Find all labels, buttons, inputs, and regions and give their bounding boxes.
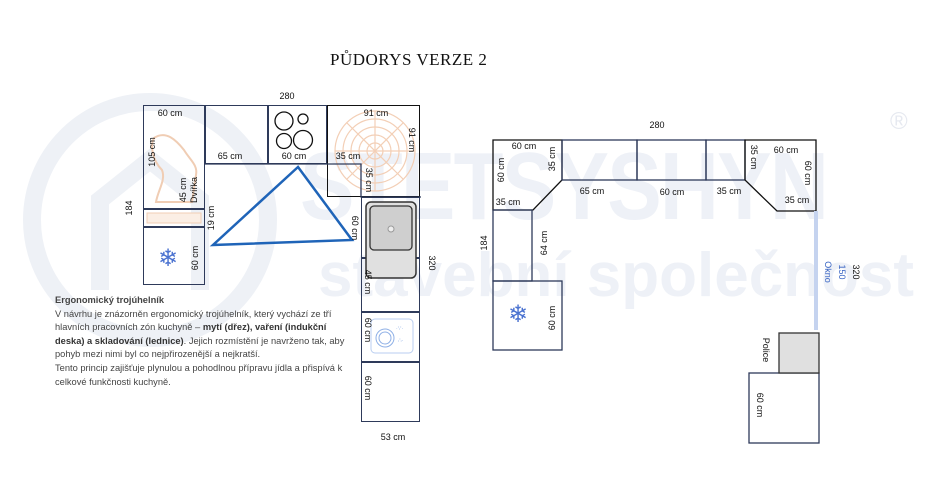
rc-side: 60 cm xyxy=(803,160,813,186)
cab64-label: 64 cm xyxy=(539,230,549,256)
plan1-right-length: 320 xyxy=(427,255,437,271)
shelf-label: Police xyxy=(761,337,771,363)
cab65-width: 65 cm xyxy=(217,151,243,161)
description-heading: Ergonomický trojúhelník xyxy=(55,295,164,305)
hob-width: 60 cm xyxy=(281,151,307,161)
rc-inner-v: 35 cm xyxy=(749,144,759,170)
drawer-basket xyxy=(143,209,205,227)
cab35-label: 35 cm xyxy=(716,186,742,196)
description-paragraph-1: V návrhu je znázorněn ergonomický trojúh… xyxy=(55,308,355,362)
snowflake-icon: ❄ xyxy=(508,301,529,328)
fridge-width: 60 cm xyxy=(190,245,200,271)
svg-text:∴∙: ∴∙ xyxy=(398,338,403,344)
snowflake-icon: ❄ xyxy=(158,245,179,272)
svg-text:∙∵∙: ∙∵∙ xyxy=(396,326,403,332)
plan1-left-length: 184 xyxy=(124,200,134,216)
bottom-cab-label: 60 cm xyxy=(755,392,765,418)
corner-shelf-icon xyxy=(151,134,198,203)
corner-width: 60 cm xyxy=(157,108,183,118)
plan1-total-width: 280 xyxy=(279,91,295,101)
window-width: 150 xyxy=(837,264,847,280)
sink-width: 60 cm xyxy=(350,215,360,241)
window-label: Okno xyxy=(823,261,833,283)
dishwasher-cabinet xyxy=(361,312,420,362)
carousel-top: 91 cm xyxy=(363,108,389,118)
fridge-cabinet xyxy=(143,227,205,285)
corner-depth: 105 cm xyxy=(147,137,157,167)
rc-top: 60 cm xyxy=(773,145,799,155)
lc-inner-h: 35 cm xyxy=(495,197,521,207)
watermark-logo-icon xyxy=(23,93,277,347)
plan1-depth: 53 cm xyxy=(380,432,406,442)
door-label: Dvířka xyxy=(189,176,199,204)
carousel-inner-v: 35 cm xyxy=(364,167,374,193)
dishwasher-icon: ∙∵∙ ∴∙ xyxy=(370,318,414,354)
gap-19: 19 cm xyxy=(206,205,216,231)
carousel-inner-h: 35 cm xyxy=(335,151,361,161)
plan2-right-length: 320 xyxy=(851,264,861,280)
plan2-left-length: 184 xyxy=(479,235,489,251)
p1-end: . Jejich rozmístění je navrženo tak, aby… xyxy=(55,335,345,360)
carousel-side: 91 cm xyxy=(407,127,417,153)
registered-mark: ® xyxy=(890,108,908,135)
corner-cabinet-left xyxy=(143,105,205,209)
p1-bold: mytí (dřez), vaření (indukční deska) a s… xyxy=(55,322,327,346)
plan2-outline xyxy=(492,139,820,444)
carousel-icon xyxy=(334,110,416,192)
basket-icon xyxy=(146,212,202,224)
cab45-width: 45 cm xyxy=(363,269,373,295)
cabinet-60 xyxy=(361,362,420,422)
lc-inner-v: 35 cm xyxy=(547,146,557,172)
cab60-width: 60 cm xyxy=(363,375,373,401)
shelf-box xyxy=(778,332,820,374)
plan2-total-width: 280 xyxy=(649,120,665,130)
cab65-label: 65 cm xyxy=(579,186,605,196)
page-title: PŮDORYS VERZE 2 xyxy=(330,50,488,69)
dishwasher-width: 60 cm xyxy=(363,317,373,343)
p1-text: V návrhu je znázorněn ergonomický trojúh… xyxy=(55,308,332,333)
sink-icon xyxy=(365,201,417,279)
ergonomic-triangle xyxy=(209,165,355,247)
lc-top: 60 cm xyxy=(511,141,537,151)
cab60-label: 60 cm xyxy=(659,187,685,197)
lc-side: 60 cm xyxy=(496,157,506,183)
induction-hob-icon xyxy=(274,111,314,151)
description-paragraph-2: Tento princip zajišťuje plynulou a pohod… xyxy=(55,362,343,387)
fridge-label: 60 cm xyxy=(547,305,557,331)
rc-inner-h: 35 cm xyxy=(784,195,810,205)
door-width: 45 cm xyxy=(178,177,188,203)
ergonomic-description: Ergonomický trojúhelník V návrhu je znáz… xyxy=(55,294,355,389)
